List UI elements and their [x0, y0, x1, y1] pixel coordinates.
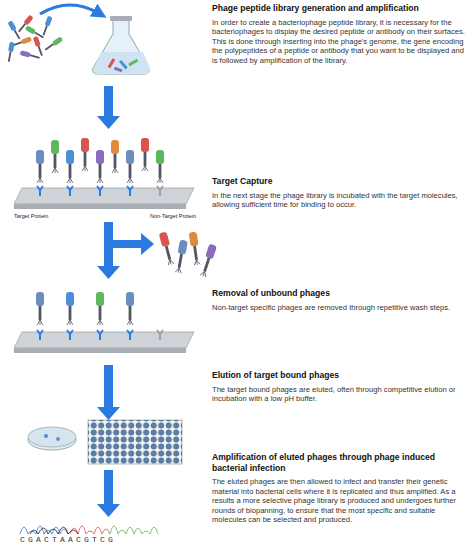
sequence-text: CGACTAACGTCG [20, 536, 116, 543]
step-heading: Target Capture [212, 176, 468, 187]
chromatogram [20, 526, 158, 534]
step-text: Target Capture In the next stage the phag… [212, 176, 468, 210]
transfer-arrow [40, 5, 100, 14]
petri-dish [28, 427, 76, 450]
step-text: Phage peptide library generation and amp… [212, 3, 468, 65]
step-heading: Amplification of eluted phages through p… [212, 452, 468, 473]
target-protein [37, 330, 133, 340]
step-body: The eluted phages are then allowed to in… [212, 477, 468, 525]
step-body: The target bound phages are eluted, ofte… [212, 385, 468, 404]
step-body: Non-target specific phages are removed t… [212, 303, 468, 313]
target-protein [37, 186, 133, 196]
step-heading: Phage peptide library generation and amp… [212, 3, 468, 14]
well-plate [88, 420, 182, 464]
step-heading: Elution of target bound phages [212, 370, 468, 381]
legend-label: Non-Target Protein [150, 213, 196, 220]
non-target-protein [157, 330, 163, 340]
flask [93, 16, 151, 74]
legend-label: Target Protein [14, 213, 48, 220]
step-text: Removal of unbound phagesNon-target spec… [212, 288, 468, 312]
step-text: Amplification of eluted phages through p… [212, 452, 468, 525]
unbound-phage [159, 232, 217, 278]
phage [36, 138, 164, 183]
step-body: In the next stage the phage library is i… [212, 191, 468, 210]
phage-cluster [6, 15, 63, 63]
non-target-protein [157, 186, 163, 196]
bound-phage [36, 292, 134, 325]
step-heading: Removal of unbound phages [212, 288, 468, 299]
step-body: In order to create a bacteriophage pepti… [212, 18, 468, 66]
step-text: Elution of target bound phagesThe target… [212, 370, 468, 404]
